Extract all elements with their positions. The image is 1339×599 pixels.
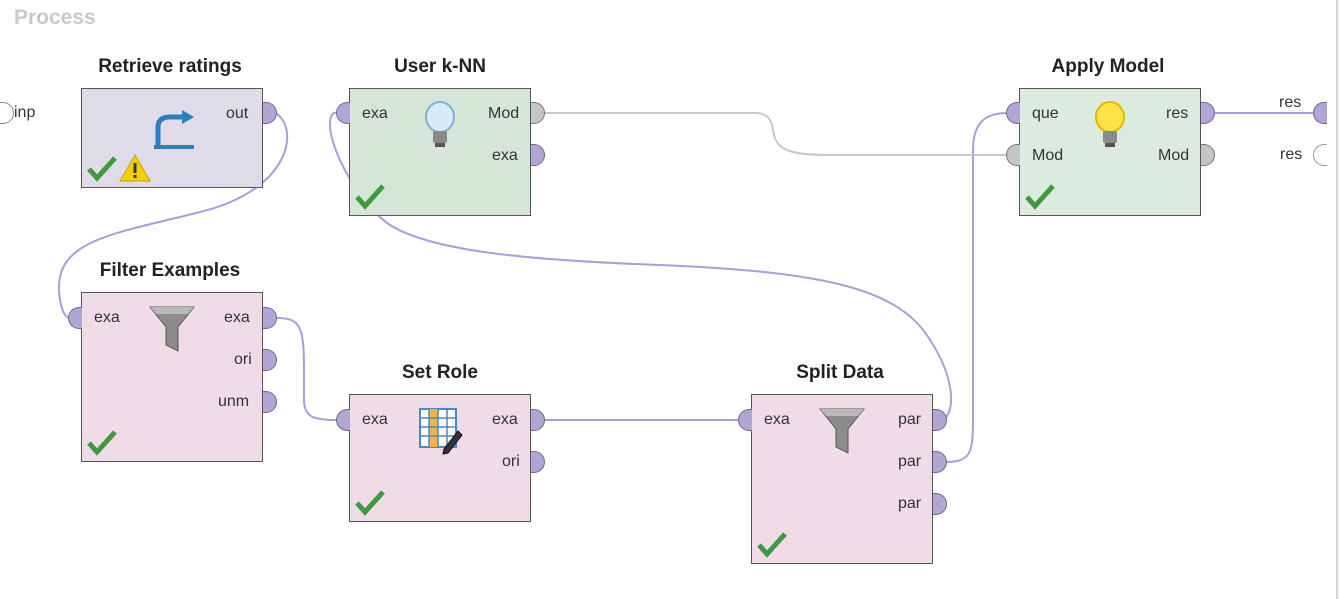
table-edit-icon [419, 408, 463, 455]
status-ok-icon [757, 532, 787, 558]
port-label: ori [502, 453, 520, 470]
status-ok-icon [87, 430, 117, 456]
port-label: par [898, 495, 922, 512]
process-input-label: inp [14, 104, 36, 121]
port-label: out [226, 105, 249, 122]
port-label: Mod [1158, 147, 1190, 164]
status-ok-icon [1025, 184, 1055, 210]
status-ok-icon [355, 490, 385, 516]
port-knn-exa-in[interactable] [336, 102, 350, 124]
port-label: res [1166, 105, 1189, 122]
port-label: ori [234, 351, 252, 368]
process-title: Process [14, 6, 96, 29]
port-label: exa [94, 309, 120, 326]
port-label: Mod [488, 105, 520, 122]
wire-knn-model-to-apply [544, 112, 1008, 156]
operator-user-knn[interactable]: exa Mod exa [349, 88, 531, 216]
operator-title: Split Data [796, 362, 884, 383]
wire-retrieve-to-filter [57, 112, 289, 319]
canvas-right-border [1336, 0, 1339, 599]
lightbulb-off-icon [425, 101, 455, 147]
operator-apply-model[interactable]: que Mod res Mod [1019, 88, 1201, 216]
port-label: exa [492, 147, 518, 164]
port-label: par [898, 411, 922, 428]
port-setrole-exa-in[interactable] [336, 409, 350, 431]
process-output-label: res [1279, 94, 1302, 111]
wire-filter-to-setrole [275, 317, 339, 421]
wire-split-to-apply [943, 112, 1009, 463]
retrieve-arrow-icon [154, 110, 194, 149]
warning-icon [119, 153, 151, 182]
port-label: unm [218, 393, 250, 410]
port-label: exa [362, 105, 388, 122]
port-apply-que-in[interactable] [1006, 102, 1020, 124]
process-output-port[interactable] [1313, 102, 1327, 124]
operator-retrieve-ratings[interactable]: out [81, 88, 263, 188]
operator-title: Retrieve ratings [98, 56, 242, 77]
funnel-icon [818, 408, 866, 454]
lightbulb-on-icon [1095, 101, 1125, 147]
operator-set-role[interactable]: exa exa ori [349, 394, 531, 522]
operator-title: Set Role [401, 362, 479, 383]
operator-title: Filter Examples [99, 260, 241, 281]
port-label: exa [492, 411, 518, 428]
port-label: exa [224, 309, 250, 326]
funnel-icon [148, 306, 196, 352]
process-output-label: res [1280, 146, 1303, 163]
process-output-port[interactable] [1313, 144, 1327, 166]
port-split-exa-in[interactable] [738, 409, 752, 431]
port-label: exa [764, 411, 790, 428]
port-label: que [1032, 105, 1059, 122]
port-label: exa [362, 411, 388, 428]
port-apply-mod-in[interactable] [1006, 144, 1020, 166]
port-label: par [898, 453, 922, 470]
status-ok-icon [355, 184, 385, 210]
port-filter-exa-in[interactable] [68, 307, 82, 329]
port-label: Mod [1032, 147, 1064, 164]
operator-title: User k-NN [394, 56, 486, 77]
operator-filter-examples[interactable]: exa exa ori unm [81, 292, 263, 462]
operator-split-data[interactable]: exa par par par [751, 394, 933, 564]
wire-split-to-knn [328, 111, 952, 421]
status-ok-icon [87, 156, 117, 182]
operator-title: Apply Model [1051, 56, 1165, 77]
